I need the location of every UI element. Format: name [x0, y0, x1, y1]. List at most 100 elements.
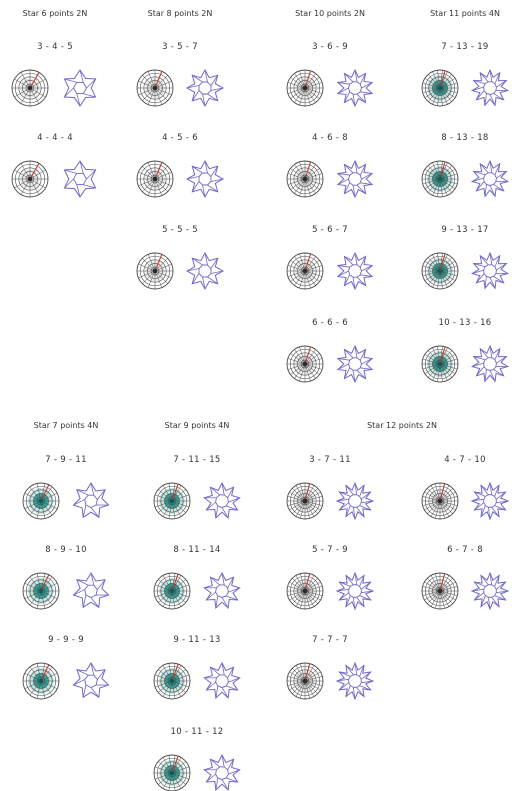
star-rosette-icon [472, 253, 508, 288]
tile-label: 8 - 11 - 14 [173, 545, 220, 555]
star-rosette-icon [64, 70, 95, 106]
group-star8 [137, 70, 223, 289]
tile-7-11-15 [154, 483, 240, 519]
group-title: Star 6 points 2N [23, 9, 88, 18]
tile-4-7-10 [422, 483, 508, 519]
polar-grid-icon [287, 253, 323, 289]
tile-label: 5 - 5 - 5 [162, 225, 198, 235]
group-title: Star 8 points 2N [148, 9, 213, 18]
star-rosette-icon [204, 483, 239, 518]
star-rosette-icon [187, 70, 223, 106]
tile-label: 4 - 6 - 8 [312, 133, 348, 143]
polar-grid-icon [287, 573, 323, 609]
polar-grid-icon [12, 161, 48, 197]
polar-grid-icon [422, 573, 458, 609]
tile-label: 9 - 9 - 9 [48, 635, 84, 645]
tile-label: 3 - 5 - 7 [162, 42, 198, 52]
polar-grid-icon [154, 573, 190, 609]
tile-label: 9 - 11 - 13 [173, 635, 220, 645]
star-rosette-icon [187, 253, 223, 289]
star-rosette-icon [472, 161, 508, 196]
tile-label: 10 - 13 - 16 [439, 318, 492, 328]
tile-label: 6 - 6 - 6 [312, 318, 348, 328]
star-rosette-icon [338, 253, 372, 289]
group-title: Star 7 points 4N [34, 421, 99, 430]
polar-grid-icon [137, 70, 173, 106]
tile-7-7-7 [287, 663, 373, 699]
polar-grid-icon [422, 253, 458, 289]
tile-10-11-12 [154, 755, 240, 791]
tile-3-4-5 [12, 70, 96, 106]
tile-9-11-13 [154, 663, 240, 699]
polar-grid-icon [287, 483, 323, 519]
tile-label: 6 - 7 - 8 [447, 545, 483, 555]
polar-grid-icon [12, 70, 48, 106]
star-rosette-icon [338, 346, 372, 382]
group-title: Star 9 points 4N [165, 421, 230, 430]
tile-label: 8 - 9 - 10 [45, 545, 87, 555]
group-star7 [23, 483, 109, 699]
star-rosette-icon [73, 663, 108, 697]
tile-label: 5 - 7 - 9 [312, 545, 348, 555]
star-rosette-icon [204, 755, 239, 790]
tile-3-5-7 [137, 70, 223, 106]
tile-label: 7 - 7 - 7 [312, 635, 348, 645]
tile-label: 4 - 4 - 4 [37, 133, 73, 143]
tile-label: 10 - 11 - 12 [171, 727, 224, 737]
tile-label: 5 - 6 - 7 [312, 225, 348, 235]
polar-grid-icon [287, 70, 323, 106]
star-rosette-icon [73, 573, 108, 607]
star-rosette-icon [337, 573, 373, 609]
polar-grid-icon [287, 346, 323, 382]
polar-grid-icon [23, 483, 59, 519]
tile-label: 8 - 13 - 18 [441, 133, 488, 143]
group-star12 [287, 483, 508, 699]
tile-10-13-16 [422, 346, 508, 382]
star-rosette-icon [338, 161, 372, 197]
polar-grid-icon [154, 755, 190, 791]
tile-6-6-6 [287, 346, 372, 382]
tile-3-7-11 [287, 483, 373, 519]
star-rosette-icon [187, 161, 223, 197]
tile-6-7-8 [422, 573, 508, 609]
star-rosette-icon [472, 346, 508, 381]
tile-8-9-10 [23, 573, 109, 609]
star-rosette-icon [472, 70, 508, 105]
star-rosette-icon [204, 573, 239, 608]
star-rosette-icon [337, 483, 373, 519]
tile-3-6-9 [287, 70, 372, 106]
star-rosette-icon [64, 161, 95, 197]
tile-4-4-4 [12, 161, 96, 197]
tile-label: 3 - 7 - 11 [309, 455, 351, 465]
polar-grid-icon [287, 161, 323, 197]
tile-5-6-7 [287, 253, 372, 289]
tile-7-13-19 [422, 70, 508, 106]
tile-5-5-5 [137, 253, 223, 289]
polar-grid-icon [137, 161, 173, 197]
star-rosette-icon [73, 483, 108, 517]
star-rosette-icon [337, 663, 373, 699]
star-rosette-icon [204, 663, 239, 698]
polar-grid-icon [23, 663, 59, 699]
polar-grid-icon [23, 573, 59, 609]
group-title: Star 11 points 4N [430, 9, 500, 18]
tile-9-13-17 [422, 253, 508, 289]
tile-8-11-14 [154, 573, 240, 609]
tile-label: 3 - 6 - 9 [312, 42, 348, 52]
polar-grid-icon [287, 663, 323, 699]
group-title: Star 10 points 2N [295, 9, 365, 18]
polar-grid-icon [154, 483, 190, 519]
group-title: Star 12 points 2N [367, 421, 437, 430]
tile-label: 7 - 9 - 11 [45, 455, 87, 465]
star-rosette-icon [338, 70, 372, 106]
polar-grid-icon [422, 70, 458, 106]
tile-7-9-11 [23, 483, 109, 519]
star-rosette-icon [472, 483, 508, 519]
tile-4-5-6 [137, 161, 223, 197]
tile-4-6-8 [287, 161, 372, 197]
tile-9-9-9 [23, 663, 109, 699]
tile-label: 4 - 5 - 6 [162, 133, 198, 143]
polar-grid-icon [422, 346, 458, 382]
